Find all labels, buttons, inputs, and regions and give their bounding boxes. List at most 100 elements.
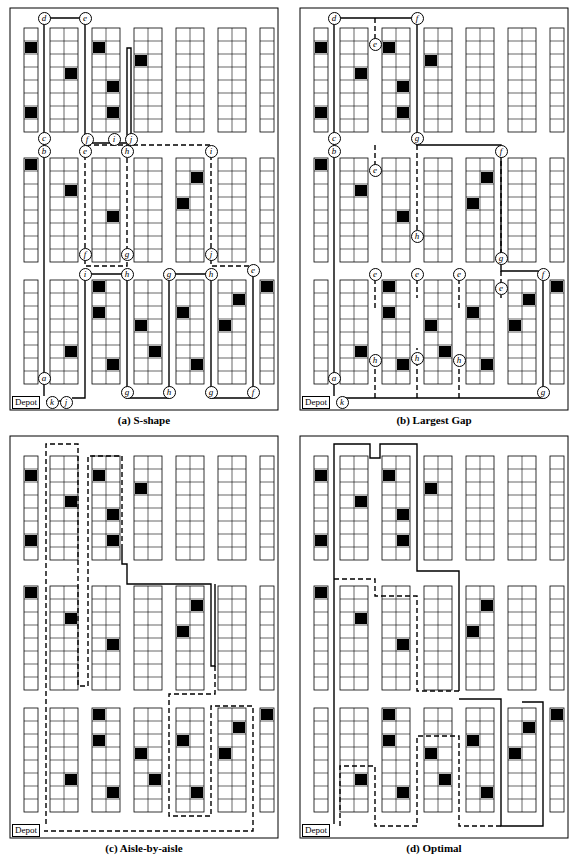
waypoint-letter: i	[210, 146, 213, 156]
picker-route	[44, 666, 253, 831]
waypoint-letter: h	[125, 146, 130, 156]
rack-shelf	[314, 93, 328, 94]
rack-shelf	[314, 249, 328, 250]
rack-shelf	[550, 625, 564, 626]
warehouse-panel	[10, 8, 278, 410]
rack-shelf	[550, 469, 564, 470]
rack-shelf	[314, 760, 328, 761]
storage-rack	[382, 586, 410, 690]
rack-shelf	[314, 80, 328, 81]
rack-shelf	[314, 786, 328, 787]
waypoint-circle: g	[205, 386, 218, 399]
storage-rack	[92, 28, 120, 132]
rack-shelf	[260, 760, 274, 761]
panel-frame	[300, 8, 568, 410]
pick-location	[107, 535, 119, 546]
pick-location	[523, 294, 535, 305]
picker-route	[46, 444, 122, 824]
storage-rack	[176, 456, 204, 560]
rack-shelf	[314, 547, 328, 548]
storage-rack	[508, 708, 536, 812]
pick-location	[107, 107, 119, 118]
pick-location	[233, 294, 245, 305]
storage-rack	[134, 708, 162, 812]
rack-shelf	[314, 67, 328, 68]
rack-divider	[190, 708, 191, 812]
rack-shelf	[24, 747, 38, 748]
rack-shelf	[24, 495, 38, 496]
rack-divider	[106, 708, 107, 812]
rack-shelf	[24, 521, 38, 522]
pick-location	[315, 470, 327, 481]
storage-rack	[176, 158, 204, 262]
rack-shelf	[550, 547, 564, 548]
pick-location	[397, 211, 409, 222]
waypoint-circle: f	[79, 248, 92, 261]
rack-shelf	[550, 786, 564, 787]
pick-location	[149, 774, 161, 785]
rack-shelf	[550, 677, 564, 678]
waypoint-letter: a	[42, 373, 47, 383]
storage-rack	[260, 586, 274, 690]
rack-shelf	[260, 651, 274, 652]
waypoint-letter: h	[209, 269, 214, 279]
storage-rack	[466, 586, 494, 690]
rack-shelf	[550, 197, 564, 198]
pick-location	[315, 587, 327, 598]
depot-label: Depot	[305, 397, 327, 407]
rack-shelf	[550, 249, 564, 250]
storage-rack	[424, 456, 452, 560]
panel-frame	[10, 8, 278, 410]
pick-location	[177, 626, 189, 637]
storage-rack	[260, 456, 274, 560]
rack-shelf	[260, 534, 274, 535]
storage-rack	[218, 280, 246, 384]
storage-rack	[424, 158, 452, 262]
rack-shelf	[314, 319, 328, 320]
waypoint-letter: e	[457, 269, 461, 279]
rack-shelf	[260, 734, 274, 735]
rack-shelf	[260, 495, 274, 496]
pick-location	[383, 281, 395, 292]
waypoint-letter: b	[42, 146, 47, 156]
pick-location	[93, 42, 105, 53]
picker-route	[459, 699, 543, 826]
waypoint-circle: h	[411, 230, 424, 243]
rack-divider	[232, 586, 233, 690]
rack-shelf	[550, 236, 564, 237]
rack-divider	[148, 280, 149, 384]
waypoint-circle: e	[369, 38, 382, 51]
rack-divider	[354, 158, 355, 262]
pick-location	[383, 709, 395, 720]
waypoint-circle: e	[369, 164, 382, 177]
rack-shelf	[260, 371, 274, 372]
pick-location	[523, 722, 535, 733]
rack-divider	[190, 158, 191, 262]
storage-rack	[218, 28, 246, 132]
waypoint-letter: e	[83, 146, 87, 156]
waypoint-circle: e	[369, 268, 382, 281]
rack-divider	[64, 280, 65, 384]
rack-shelf	[260, 799, 274, 800]
rack-divider	[190, 456, 191, 560]
rack-shelf	[314, 236, 328, 237]
waypoint-circle: h	[453, 354, 466, 367]
storage-rack	[50, 28, 78, 132]
rack-shelf	[260, 93, 274, 94]
rack-shelf	[24, 734, 38, 735]
waypoint-circle: g	[495, 252, 508, 265]
storage-rack	[508, 456, 536, 560]
rack-shelf	[24, 358, 38, 359]
rack-divider	[106, 586, 107, 690]
pick-location	[383, 470, 395, 481]
pick-location	[65, 774, 77, 785]
rack-shelf	[24, 197, 38, 198]
pick-location	[191, 359, 203, 370]
pick-location	[481, 787, 493, 798]
rack-divider	[190, 280, 191, 384]
rack-divider	[190, 586, 191, 690]
waypoint-circle: h	[411, 352, 424, 365]
rack-shelf	[260, 319, 274, 320]
waypoint-circle: d	[38, 12, 51, 25]
rack-shelf	[24, 184, 38, 185]
